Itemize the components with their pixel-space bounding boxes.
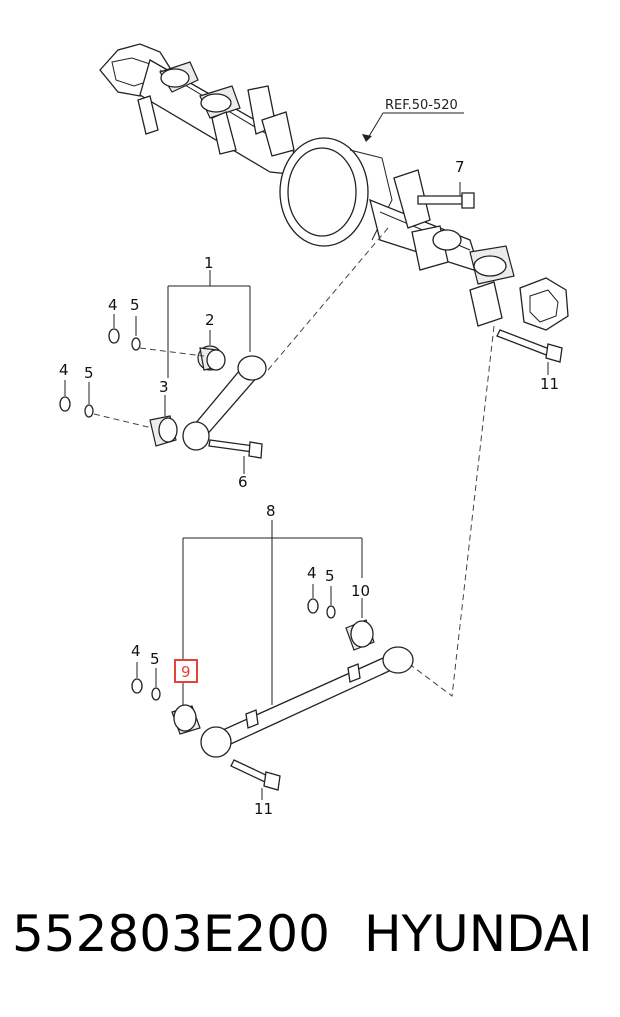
callout-11-upper: 11 [540, 375, 559, 393]
callout-5-mid: 5 [84, 364, 94, 382]
callout-4-upper: 4 [108, 296, 118, 314]
exploded-parts-diagram: REF.50-520 [59, 43, 569, 818]
callout-5-upper: 5 [130, 296, 140, 314]
lower-arm-assembly [131, 520, 414, 800]
callout-3: 3 [159, 378, 169, 396]
brand-name: HYUNDAI [364, 905, 593, 963]
callout-4-lower-right: 4 [307, 564, 317, 582]
upper-arm-assembly [59, 270, 267, 474]
highlight-box [174, 659, 198, 683]
bolt-7 [417, 182, 475, 209]
part-number: 552803E200 [12, 905, 330, 963]
callout-4-lower-left: 4 [131, 642, 141, 660]
rear-axle-housing [99, 43, 569, 331]
callout-9: 9 [181, 663, 191, 681]
callout-7: 7 [455, 158, 465, 176]
callout-10: 10 [351, 582, 370, 600]
reference-label: REF.50-520 [385, 98, 458, 113]
footer: 552803E200 HYUNDAI [0, 905, 620, 975]
callout-1: 1 [204, 254, 214, 272]
callout-5-lower-left: 5 [150, 650, 160, 668]
callout-6: 6 [238, 473, 248, 491]
callout-2: 2 [205, 311, 215, 329]
callout-4-mid: 4 [59, 361, 69, 379]
callout-8: 8 [266, 502, 276, 520]
callout-5-lower-right: 5 [325, 567, 335, 585]
bolt-11-upper [496, 329, 563, 375]
callout-11-lower: 11 [254, 800, 273, 818]
